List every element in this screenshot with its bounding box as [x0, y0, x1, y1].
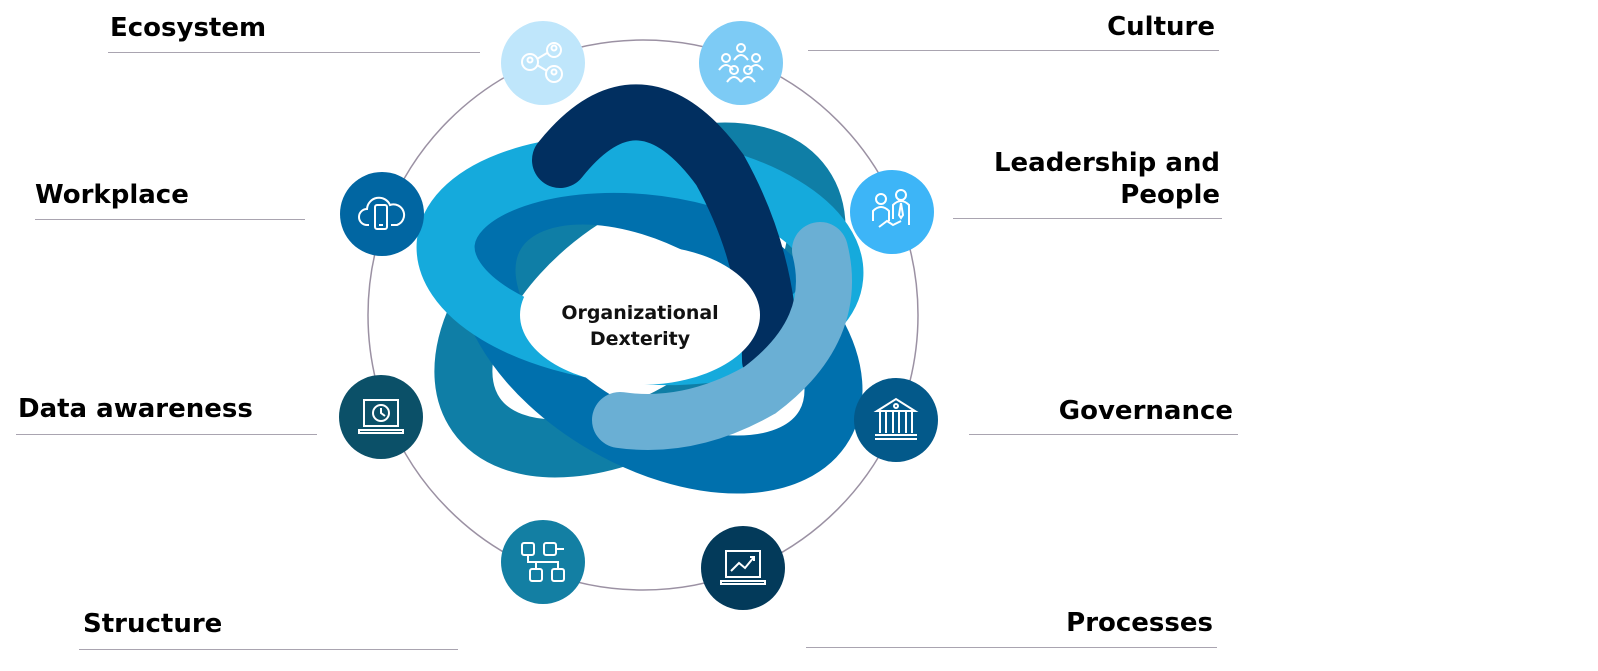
group-people-icon — [699, 21, 783, 105]
divider — [108, 52, 480, 53]
label-structure: Structure — [83, 609, 223, 639]
divider — [35, 219, 305, 220]
center-title-line2: Dexterity — [589, 328, 691, 350]
divider — [16, 434, 317, 435]
label-culture: Culture — [1107, 12, 1215, 42]
label-ecosystem: Ecosystem — [110, 13, 267, 43]
divider — [806, 647, 1217, 648]
label-leadership-line2: People — [1120, 180, 1220, 210]
divider — [808, 50, 1219, 51]
label-leadership-line1: Leadership and — [993, 148, 1220, 178]
divider — [969, 434, 1238, 435]
network-people-icon — [501, 21, 585, 105]
center-title: Organizational Dexterity — [540, 300, 740, 352]
handshake-people-icon — [850, 170, 934, 254]
label-processes: Processes — [1066, 608, 1213, 638]
label-governance: Governance — [1058, 396, 1233, 426]
center-title-line1: Organizational — [561, 302, 719, 324]
laptop-chart-icon — [701, 526, 785, 610]
divider — [79, 649, 458, 650]
laptop-clock-icon — [339, 375, 423, 459]
institution-building-icon — [854, 378, 938, 462]
divider — [953, 218, 1222, 219]
label-leadership-and-people: Leadership and People — [920, 147, 1220, 211]
outer-ring — [367, 39, 919, 591]
label-data-awareness: Data awareness — [18, 394, 253, 424]
ribbon-knot — [416, 84, 864, 494]
org-chart-icon — [501, 520, 585, 604]
label-workplace: Workplace — [35, 180, 189, 210]
cloud-phone-icon — [340, 172, 424, 256]
